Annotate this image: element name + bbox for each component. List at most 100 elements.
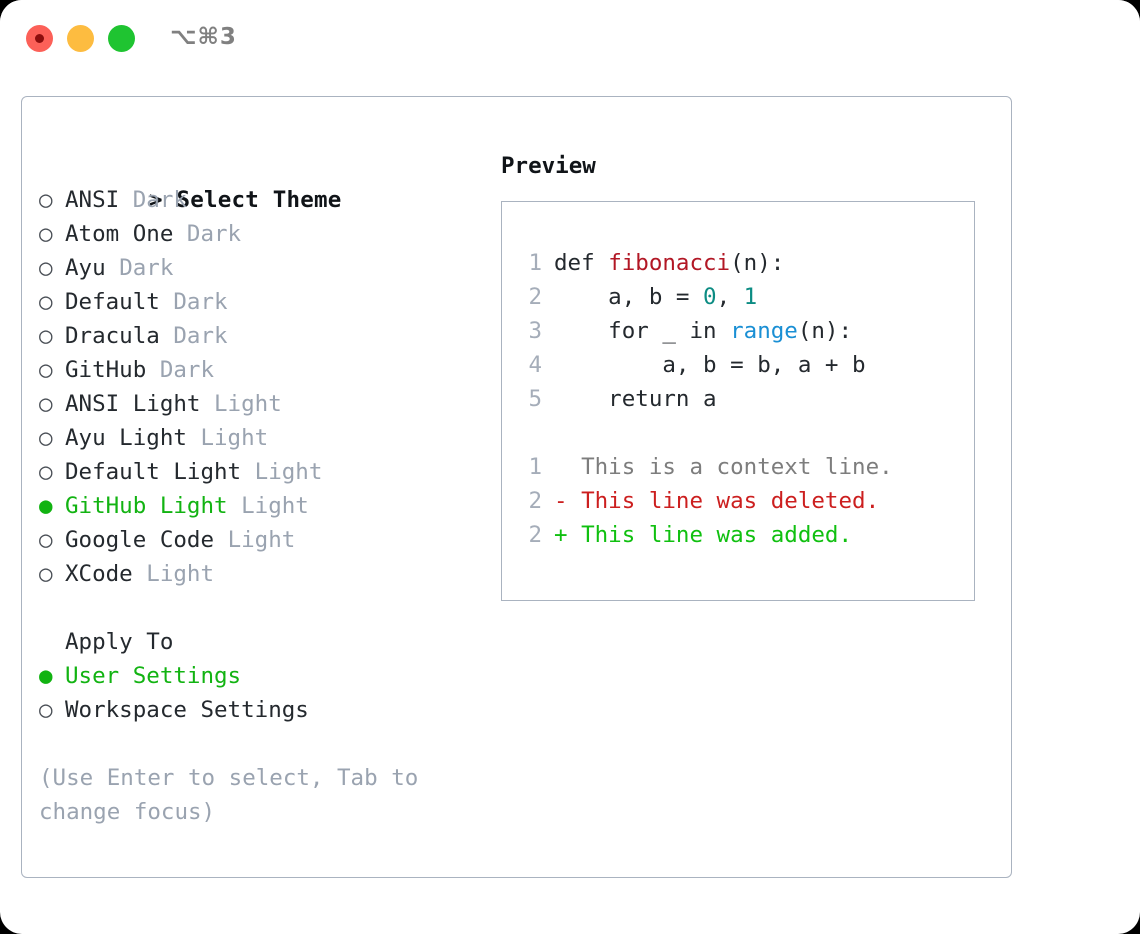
theme-list-item[interactable]: ○Ayu Light Light [39,421,479,455]
radio-unselected-icon: ○ [39,697,53,723]
diff-line: 2 + This line was added. [514,518,974,552]
radio-unselected-icon: ○ [39,425,53,451]
code-token: range [730,318,798,344]
apply-to-option[interactable]: ● User Settings [39,659,479,693]
apply-to-option[interactable]: ○ Workspace Settings [39,693,479,727]
theme-list-item[interactable]: ○ Default Light Light [39,455,479,489]
maximize-button[interactable] [108,25,135,52]
theme-name: GitHub Light [65,493,228,519]
diff-text: This is a context line. [581,454,893,480]
code-token: def [554,250,609,276]
radio-unselected-icon: ○ [39,255,53,281]
traffic-light-group [26,25,135,52]
radio-unselected-icon: ○ [39,187,53,213]
close-button[interactable] [26,25,53,52]
diff-sample: 1 This is a context line. 2- This line wa… [514,450,974,552]
page-title: > Select Theme [39,149,479,213]
code-token: 1 [743,284,758,310]
apply-to-heading: Apply To [65,629,174,655]
code-line: 4 a, b = b, a + b [514,348,974,382]
theme-list-item[interactable]: ○ XCode Light [39,557,479,591]
code-token: fibonacci [608,250,731,276]
keyboard-shortcut-label: ⌥⌘3 [170,24,237,50]
theme-category-tag: Light [241,493,309,519]
theme-category-tag: Light [227,527,296,553]
code-line: 3 for _ in range(n): [514,314,974,348]
apply-to-label: User Settings [65,663,242,689]
theme-list-panel: > Select Theme ○ANSI Dark○Atom One Dark○… [39,149,479,829]
theme-name: GitHub [65,357,147,383]
diff-text: This line was added. [581,522,853,548]
radio-unselected-icon: ○ [39,527,53,553]
theme-name: ANSI [65,187,120,213]
theme-list-item[interactable]: ○ Google Code Light [39,523,479,557]
theme-category-tag: Light [146,561,215,587]
line-number: 1 [528,454,542,480]
radio-selected-icon: ● [39,663,53,689]
radio-unselected-icon: ○ [39,561,53,587]
theme-list-item[interactable]: ○Dracula Dark [39,319,479,353]
theme-name: Ayu [65,255,106,281]
line-number: 4 [528,352,542,378]
theme-list: ○ANSI Dark○Atom One Dark○Ayu Dark○Defaul… [39,183,479,591]
code-token: , [716,284,744,310]
theme-name: Default [65,289,160,315]
apply-to-label: Workspace Settings [65,697,309,723]
theme-name: ANSI Light [65,391,201,417]
theme-category-tag: Dark [159,357,215,383]
diff-marker [554,454,568,480]
code-spacer [514,416,974,450]
theme-name: Atom One [65,221,174,247]
theme-name: XCode [65,561,133,587]
theme-category-tag: Light [214,391,282,417]
code-line: 2 a, b = 0, 1 [514,280,974,314]
code-token: return a [554,386,717,412]
line-number: 5 [528,386,542,412]
theme-list-item[interactable]: ● GitHub Light Light [39,489,479,523]
preview-title: Preview [501,153,596,179]
diff-line: 1 This is a context line. [514,450,974,484]
code-line: 5 return a [514,382,974,416]
diff-text: This line was deleted. [581,488,880,514]
theme-category-tag: Dark [173,323,228,349]
page-title-text: Select Theme [176,187,342,213]
theme-list-item[interactable]: ○ Ayu Dark [39,251,479,285]
diff-marker: + [554,522,568,548]
theme-category-tag: Light [254,459,323,485]
theme-category-tag: Dark [186,221,242,247]
line-number: 2 [528,488,542,514]
theme-name: Default Light [65,459,242,485]
code-token: a, b = [554,284,704,310]
minimize-button[interactable] [67,25,94,52]
theme-category-tag: Light [200,425,269,451]
line-number: 1 [528,250,542,276]
code-line: 1 def fibonacci(n): [514,246,974,280]
theme-category-tag: Dark [119,255,174,281]
theme-list-item[interactable]: ○Atom One Dark [39,217,479,251]
theme-list-item[interactable]: ○ ANSI Dark [39,183,479,217]
diff-marker: - [554,488,568,514]
theme-selector-dialog: > Select Theme ○ANSI Dark○Atom One Dark○… [21,96,1012,878]
radio-unselected-icon: ○ [39,391,53,417]
theme-list-item[interactable]: ○ ANSI Light Light [39,387,479,421]
code-token: (n): [797,318,853,344]
theme-category-tag: Dark [132,187,187,213]
line-number: 2 [528,522,542,548]
line-number: 3 [528,318,542,344]
radio-unselected-icon: ○ [39,459,53,485]
theme-list-item[interactable]: ○Default Dark [39,285,479,319]
cursor-prefix-icon: > [148,187,163,213]
line-number: 2 [528,284,542,310]
theme-name: Google Code [65,527,215,553]
radio-selected-icon: ● [39,493,53,519]
code-token: (n): [730,250,785,276]
apply-to-list: ● User Settings ○ Workspace Settings [39,659,479,727]
theme-list-item[interactable]: ○GitHub Dark [39,353,479,387]
title-bar: ⌥⌘3 [0,0,1140,78]
theme-name: Dracula [65,323,160,349]
radio-unselected-icon: ○ [39,289,53,315]
